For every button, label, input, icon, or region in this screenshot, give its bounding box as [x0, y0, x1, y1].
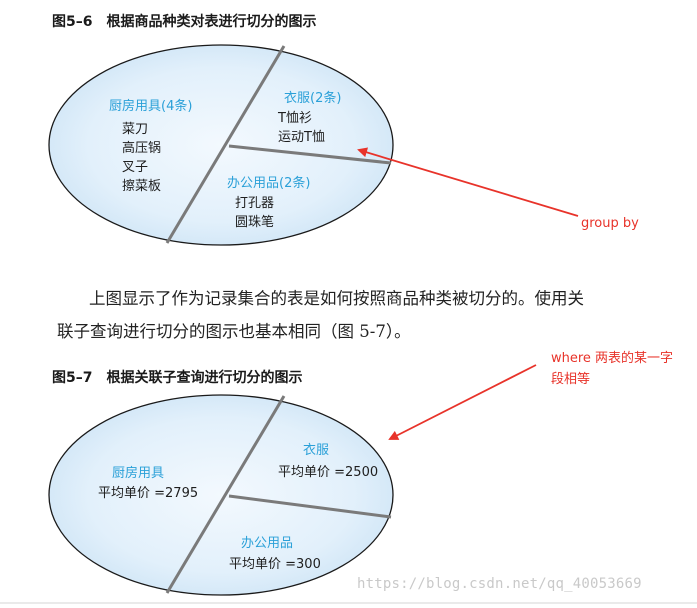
divider-main-6 — [165, 45, 286, 244]
office-average-price: 平均单价 =300 — [229, 557, 321, 572]
kitchen-average-price: 平均单价 =2795 — [98, 486, 198, 501]
clothes-item: 运动T恤 — [278, 130, 325, 145]
figure-5-6-diagram: 厨房用具(4条) 菜刀 高压锅 叉子 擦菜板 衣服(2条) T恤衫 运动T恤 办… — [48, 44, 639, 246]
kitchen-group-label: 厨房用具 — [112, 465, 164, 481]
figure-5-7-title: 图5–7 根据关联子查询进行切分的图示 — [52, 370, 303, 386]
office-group-label: 办公用品(2条) — [227, 175, 310, 191]
group-by-arrow — [357, 147, 579, 217]
where-annotation-line-1: where 两表的某一字 — [551, 350, 673, 366]
office-group-label: 办公用品 — [241, 536, 293, 551]
table-ellipse-7 — [48, 394, 394, 596]
group-by-annotation: group by — [581, 216, 639, 231]
paragraph-line-2: 联子查询进行切分的图示也基本相同（图 5-7）。 — [57, 322, 411, 341]
watermark-url: https://blog.csdn.net/qq_40053669 — [357, 576, 642, 592]
clothes-item: T恤衫 — [277, 111, 312, 126]
where-annotation-line-2: 段相等 — [551, 371, 590, 387]
bottom-divider — [0, 602, 697, 604]
divider-branch-6 — [228, 144, 392, 165]
divider-branch-7 — [228, 494, 392, 519]
clothes-group-label: 衣服(2条) — [284, 90, 341, 106]
clothes-average-price: 平均单价 =2500 — [278, 465, 378, 480]
figure-5-6-title: 图5–6 根据商品种类对表进行切分的图示 — [52, 14, 317, 30]
where-arrow — [388, 364, 537, 440]
figure-5-7-diagram: 厨房用具 平均单价 =2795 衣服 平均单价 =2500 办公用品 平均单价 … — [48, 350, 673, 596]
office-item: 圆珠笔 — [235, 214, 274, 230]
clothes-group-label: 衣服 — [303, 442, 329, 458]
kitchen-item: 叉子 — [122, 160, 148, 175]
kitchen-item: 菜刀 — [122, 122, 148, 137]
divider-main-7 — [165, 395, 286, 594]
kitchen-item: 高压锅 — [122, 140, 161, 156]
table-ellipse-6 — [48, 44, 394, 246]
kitchen-group-label: 厨房用具(4条) — [109, 98, 192, 114]
paragraph-line-1: 上图显示了作为记录集合的表是如何按照商品种类被切分的。使用关 — [89, 289, 584, 308]
kitchen-item: 擦菜板 — [122, 179, 161, 194]
office-item: 打孔器 — [235, 196, 274, 211]
